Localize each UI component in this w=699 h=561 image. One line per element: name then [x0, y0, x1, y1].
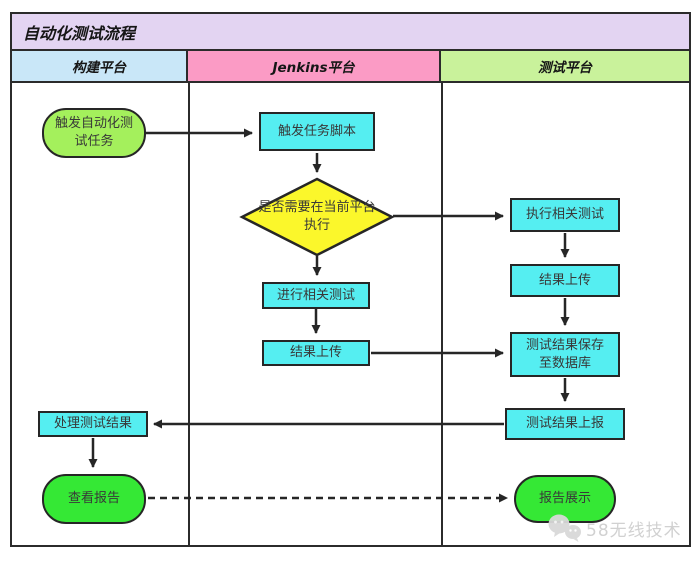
- node-report-results: 测试结果上报: [505, 408, 625, 440]
- wechat-icon: [547, 513, 583, 543]
- node-decision: 是否需要在当前平台执行: [258, 199, 376, 233]
- node-platform-upload-results: 结果上传: [510, 264, 620, 297]
- lane-divider-1: [188, 83, 190, 545]
- node-jenkins-upload-results: 结果上传: [262, 340, 370, 366]
- lane-header-build: 构建平台: [12, 51, 188, 81]
- watermark-label: 58无线技术: [586, 520, 682, 541]
- watermark: 58无线技术: [547, 513, 682, 543]
- node-trigger-script: 触发任务脚本: [259, 112, 375, 151]
- lane-header-jenkins: Jenkins平台: [188, 51, 441, 81]
- node-view-report: 查看报告: [42, 474, 146, 524]
- node-process-results: 处理测试结果: [38, 411, 148, 437]
- title-bar: 自动化测试流程: [12, 14, 689, 51]
- lane-header-test: 测试平台: [441, 51, 689, 81]
- lane-header-row: 构建平台 Jenkins平台 测试平台: [12, 51, 689, 83]
- diagram-title: 自动化测试流程: [23, 23, 136, 43]
- node-save-results-db: 测试结果保存至数据库: [510, 332, 620, 377]
- node-start: 触发自动化测试任务: [42, 108, 146, 158]
- node-platform-run-tests: 执行相关测试: [510, 198, 620, 232]
- node-show-report: 报告展示: [514, 475, 616, 523]
- lane-divider-2: [441, 83, 443, 545]
- node-jenkins-run-tests: 进行相关测试: [262, 282, 370, 309]
